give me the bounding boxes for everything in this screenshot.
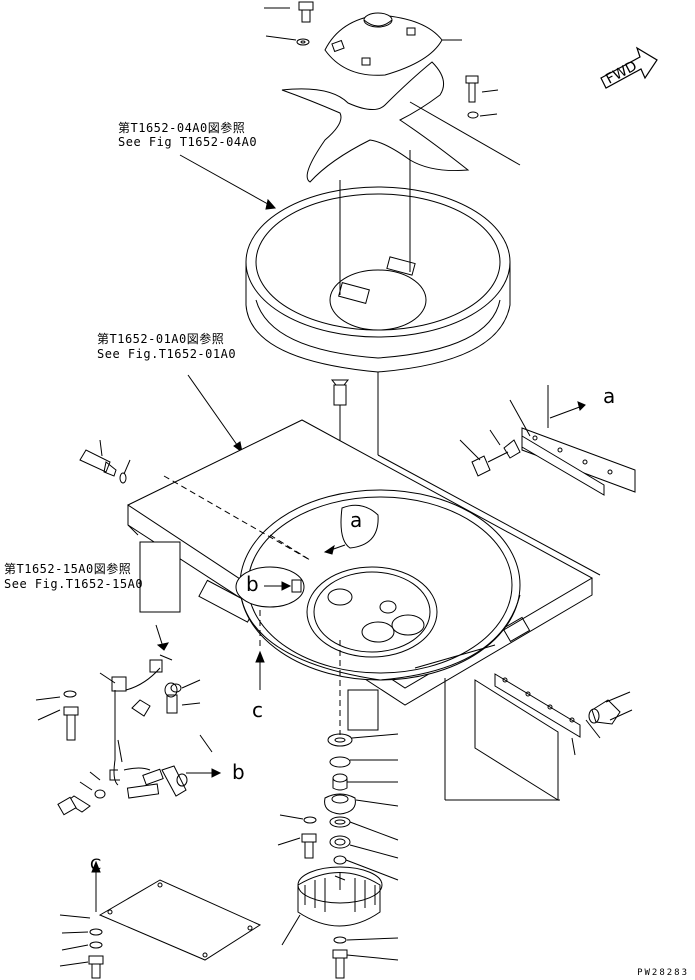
ref-15a0-en: See Fig.T1652-15A0 [4, 577, 144, 591]
marker-c-mid: c [252, 698, 263, 722]
bottom-bolt [333, 937, 398, 978]
upper-drum [246, 150, 510, 372]
top-bolt [264, 2, 313, 45]
ref-01a0-jp: 第T1652-01A0図参照 [97, 332, 225, 346]
drawing-code: PW28283 [637, 968, 689, 978]
right-bolt [410, 76, 520, 165]
marker-b-right: b [232, 760, 245, 784]
fwd-label: FWD [603, 58, 639, 87]
assembly-dashed-lines [164, 476, 340, 735]
left-bolt-1 [36, 691, 78, 740]
ref-04a0-en: See Fig T1652-04A0 [118, 135, 258, 149]
marker-c-bottom: C [90, 855, 102, 874]
mount-bracket-a [460, 385, 635, 495]
center-bolt-left [278, 815, 316, 858]
base-bowl [240, 490, 520, 680]
mount-bracket-lower [415, 645, 632, 800]
marker-b-bubble [236, 567, 304, 607]
ref-01a0-en: See Fig.T1652-01A0 [97, 347, 237, 361]
marker-a-top: a [603, 384, 616, 408]
marker-a-center: a [350, 508, 363, 532]
fwd-arrow-icon [601, 48, 657, 88]
left-stud [80, 440, 130, 483]
center-washers-left [165, 680, 200, 713]
ref-15a0-jp: 第T1652-15A0図参照 [4, 562, 132, 576]
left-bolt-2 [58, 772, 105, 815]
wire-harness [100, 625, 172, 798]
ref-04a0-jp: 第T1652-04A0図参照 [118, 121, 246, 135]
marker-a-bubble [325, 505, 378, 554]
bottom-cover-plate [60, 862, 260, 978]
sensor-part-b [162, 766, 220, 796]
cross-baffle [282, 62, 468, 182]
center-stack [325, 734, 398, 880]
top-cover [325, 13, 442, 75]
marker-b-center: b [246, 572, 259, 596]
gear-wheel [282, 867, 382, 945]
